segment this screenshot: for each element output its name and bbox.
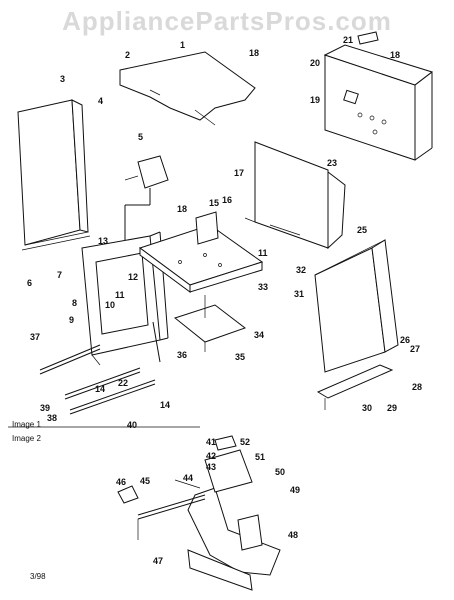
callout-11b: 11 [258, 248, 268, 258]
callout-20: 20 [310, 58, 321, 68]
callout-14b: 14 [160, 400, 171, 410]
burner-assembly-part [117, 435, 281, 591]
inner-back-wall-part [244, 141, 346, 250]
callout-41: 41 [206, 437, 217, 447]
callout-7: 7 [57, 270, 63, 280]
callout-25: 25 [357, 225, 368, 235]
callout-27: 27 [410, 344, 421, 354]
callout-1: 1 [180, 40, 186, 50]
caption-date: 3/98 [30, 572, 46, 581]
callout-2: 2 [125, 50, 131, 60]
callout-18c: 18 [390, 50, 401, 60]
callout-12: 12 [128, 272, 139, 282]
callout-4: 4 [98, 96, 104, 106]
callout-19: 19 [310, 95, 321, 105]
callout-6: 6 [27, 278, 33, 288]
callout-8: 8 [72, 298, 78, 308]
rail-parts [39, 321, 161, 415]
callout-15: 15 [209, 198, 220, 208]
callout-45: 45 [140, 476, 151, 486]
callout-9: 9 [69, 315, 75, 325]
callout-47: 47 [153, 556, 164, 566]
callout-34: 34 [254, 330, 265, 340]
callout-51: 51 [255, 452, 266, 462]
callout-52: 52 [240, 437, 251, 447]
callout-3: 3 [60, 74, 66, 84]
callout-33: 33 [258, 282, 269, 292]
callout-23: 23 [327, 158, 338, 168]
caption-image-1: Image 1 [12, 420, 41, 429]
callout-16: 16 [222, 195, 233, 205]
kick-plate-part [316, 364, 394, 410]
left-side-panel-part [17, 99, 91, 251]
callout-44: 44 [183, 473, 194, 483]
callout-10: 10 [105, 300, 116, 310]
callout-31: 31 [294, 289, 305, 299]
callout-42: 42 [206, 451, 217, 461]
callout-21: 21 [343, 35, 354, 45]
callout-5: 5 [138, 132, 144, 142]
callout-38: 38 [47, 413, 58, 423]
callout-30: 30 [362, 403, 373, 413]
callout-48: 48 [288, 530, 299, 540]
top-panel-part [119, 51, 256, 126]
callout-36: 36 [177, 350, 188, 360]
callout-18b: 18 [177, 204, 188, 214]
callout-43: 43 [206, 462, 217, 472]
right-side-panel-part [314, 239, 399, 373]
control-box-part [124, 155, 169, 240]
caption-image-2: Image 2 [12, 434, 41, 443]
callout-35: 35 [235, 352, 246, 362]
callout-28: 28 [412, 382, 423, 392]
callout-50: 50 [275, 467, 286, 477]
callout-18a: 18 [249, 48, 260, 58]
callout-26: 26 [400, 335, 411, 345]
callout-49: 49 [290, 485, 301, 495]
callout-46: 46 [116, 477, 127, 487]
callout-32: 32 [296, 265, 307, 275]
oven-frame-part [81, 231, 169, 366]
callout-17: 17 [234, 168, 245, 178]
callout-13: 13 [98, 236, 109, 246]
callout-40: 40 [127, 420, 138, 430]
callout-39: 39 [40, 403, 51, 413]
back-panel-part [323, 31, 434, 161]
callout-11a: 11 [115, 290, 125, 300]
callout-14a: 14 [95, 384, 106, 394]
callout-22: 22 [118, 378, 129, 388]
burner-box-part [138, 211, 264, 293]
callout-37: 37 [30, 332, 41, 342]
bottom-plate-part [173, 295, 247, 352]
watermark: AppliancePartsPros.com [62, 6, 392, 36]
callout-29: 29 [387, 403, 398, 413]
